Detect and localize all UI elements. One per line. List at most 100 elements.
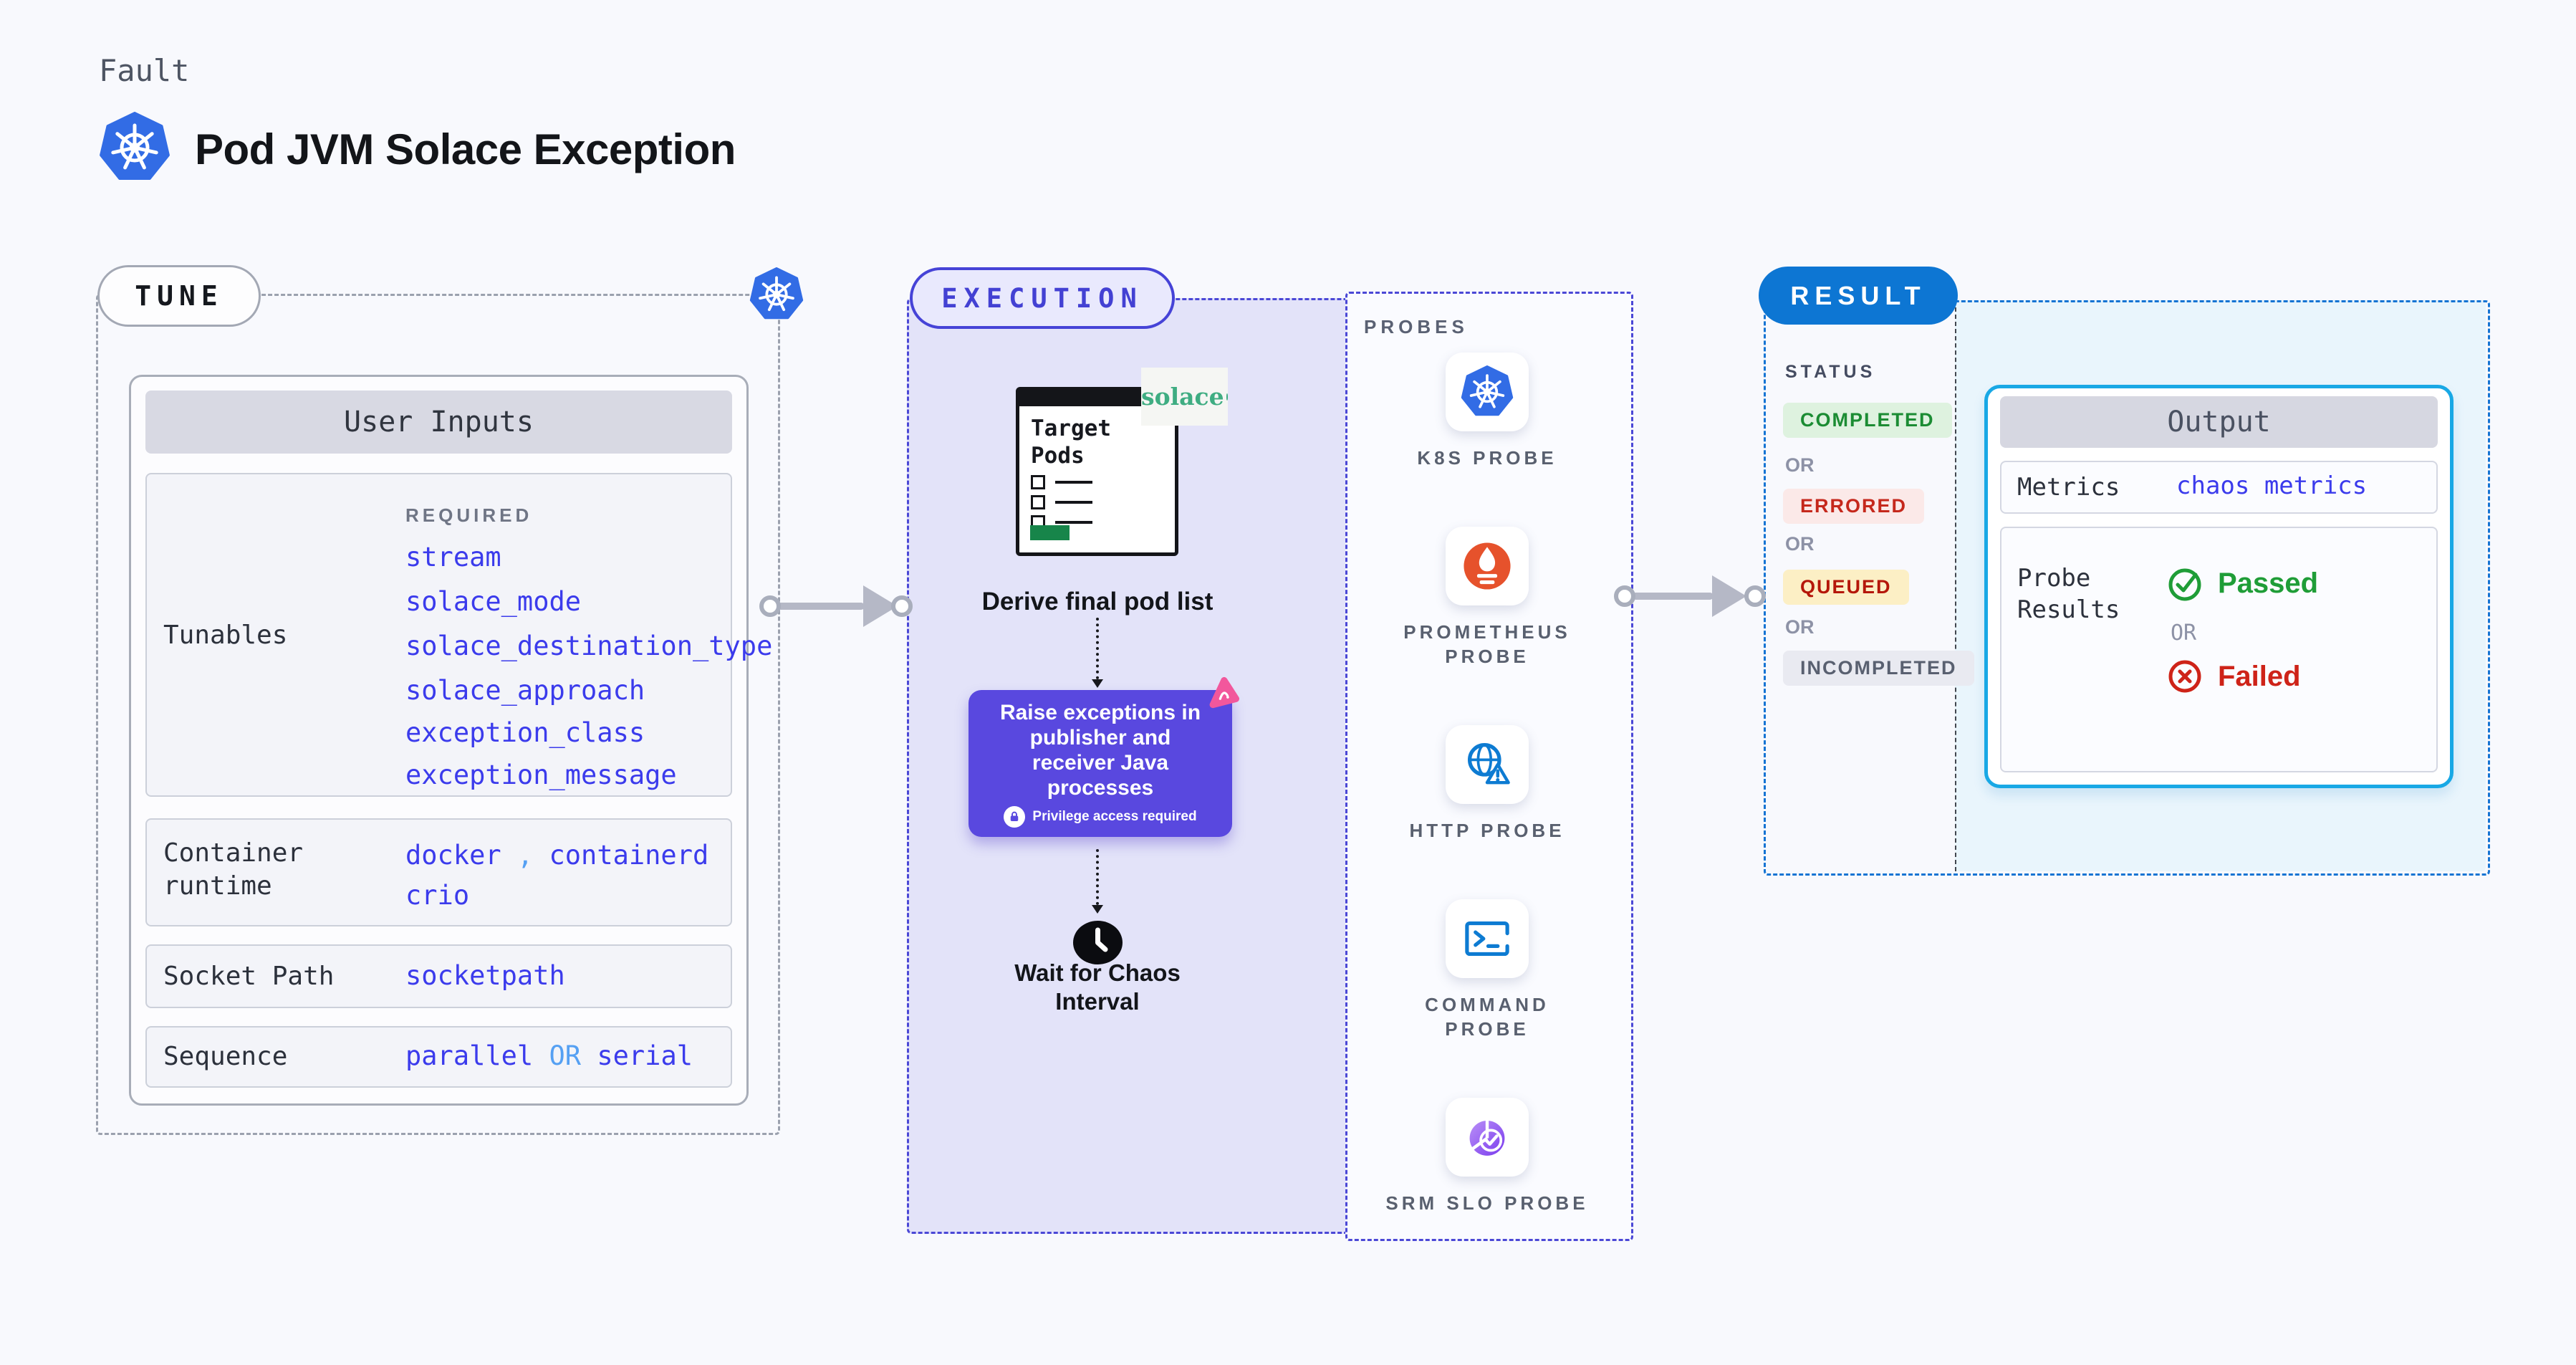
- metrics-row: [2000, 461, 2438, 514]
- fault-kicker: Fault: [99, 53, 190, 88]
- runtime-value: containerd: [549, 840, 709, 871]
- solace-logo: solace: [1141, 368, 1228, 426]
- chaos-action-box: Raise exceptions in publisher and receiv…: [969, 690, 1232, 837]
- connector-dot: [1744, 585, 1766, 607]
- sequence-row: [145, 1026, 732, 1088]
- sequence-label: Sequence: [163, 1042, 288, 1071]
- failed-result: Failed: [2166, 658, 2301, 695]
- status-badge-incompleted: INCOMPLETED: [1783, 651, 1974, 686]
- or-label: OR: [2171, 621, 2197, 646]
- socket-path-row: [145, 944, 732, 1008]
- target-pods-title: Target Pods: [1031, 416, 1111, 469]
- container-runtime-row: [145, 818, 732, 926]
- metrics-label: Metrics: [2017, 473, 2120, 502]
- globe-warning-icon: [1446, 725, 1529, 804]
- probe-label: PROMETHEUS PROBE: [1403, 621, 1571, 667]
- or-label: OR: [1785, 454, 1815, 476]
- probe-item: COMMAND PROBE: [1383, 899, 1591, 1041]
- action-text: Raise exceptions in publisher and receiv…: [999, 700, 1201, 800]
- socket-path-label: Socket Path: [163, 962, 335, 991]
- pod-list-item: [1031, 495, 1092, 509]
- or-label: OR: [1785, 533, 1815, 555]
- execution-to-result-arrow: [1632, 593, 1714, 600]
- output-header: Output: [2000, 396, 2438, 448]
- or-label: OR: [1785, 616, 1815, 638]
- container-runtime-label: Container runtime: [163, 838, 304, 901]
- kubernetes-icon: [99, 112, 170, 183]
- list-line: [1055, 501, 1092, 504]
- connector-dot: [1614, 585, 1635, 607]
- sequence-value: serial: [597, 1040, 693, 1071]
- kubernetes-icon: [749, 267, 804, 322]
- tune-section: [96, 294, 780, 1135]
- runtime-separator: ,: [516, 840, 534, 871]
- checkbox-icon: [1031, 495, 1045, 509]
- privilege-row: Privilege access required: [1004, 805, 1197, 828]
- socket-path-value: socketpath: [405, 960, 565, 991]
- status-badge-completed: COMPLETED: [1783, 403, 1952, 438]
- arrow-head: [1712, 575, 1746, 617]
- green-button: [1030, 525, 1070, 540]
- tunables-label: Tunables: [163, 621, 288, 650]
- tune-to-execution-arrow: [777, 603, 865, 610]
- kubernetes-icon: [1446, 353, 1529, 431]
- connector-dot: [891, 595, 913, 617]
- privilege-note: Privilege access required: [1032, 808, 1197, 824]
- execution-badge: EXECUTION: [910, 267, 1175, 329]
- tunable-value: solace_mode: [405, 586, 582, 617]
- result-section: [1764, 300, 2490, 876]
- solace-dot-icon: [1226, 393, 1228, 401]
- tunable-value: solace_destination_type: [405, 631, 773, 661]
- page-title: Pod JVM Solace Exception: [195, 125, 736, 173]
- probe-item: PROMETHEUS PROBE: [1383, 527, 1591, 669]
- probe-item: SRM SLO PROBE: [1383, 1098, 1591, 1215]
- sequence-values: parallel OR serial: [405, 1040, 693, 1071]
- tunables-row: [145, 473, 732, 797]
- probe-label: HTTP PROBE: [1409, 820, 1565, 841]
- wait-chaos-interval-label: Wait for Chaos Interval: [1014, 959, 1181, 1015]
- tune-badge: TUNE: [97, 265, 261, 327]
- arrow-head: [1092, 679, 1103, 688]
- probes-section: [1345, 292, 1633, 1241]
- probes-label: PROBES: [1364, 316, 1469, 337]
- probe-results-row: [2000, 527, 2438, 772]
- derive-pod-list-label: Derive final pod list: [981, 588, 1213, 616]
- list-line: [1055, 481, 1092, 484]
- probe-label: COMMAND PROBE: [1425, 994, 1549, 1040]
- tunable-value: exception_message: [405, 760, 677, 790]
- user-inputs-header: User Inputs: [145, 391, 732, 454]
- sequence-value: parallel: [405, 1040, 534, 1071]
- result-badge: RESULT: [1759, 267, 1958, 325]
- probes-list: K8S PROBE PROMETHEUS PROBE: [1354, 353, 1620, 1215]
- flow-dotted-arrow: [1096, 849, 1099, 905]
- probe-label: SRM SLO PROBE: [1385, 1192, 1589, 1214]
- probe-item: K8S PROBE: [1383, 353, 1591, 470]
- container-runtime-values: docker , containerd: [405, 840, 708, 871]
- window-title-bar: [1019, 391, 1175, 406]
- tunable-value: solace_approach: [405, 675, 645, 706]
- terminal-icon: [1446, 899, 1529, 978]
- prometheus-icon: [1446, 527, 1529, 605]
- arrow-head: [1092, 905, 1103, 914]
- tunable-value: stream: [405, 542, 501, 573]
- checkbox-icon: [1031, 475, 1045, 489]
- chaos-logo-icon: [1206, 676, 1239, 709]
- probe-results-label: Probe Results: [2017, 564, 2120, 624]
- status-badge-errored: ERRORED: [1783, 489, 1925, 524]
- pod-list-item: [1031, 475, 1092, 489]
- x-circle-icon: [2168, 660, 2201, 693]
- flow-dotted-arrow: [1096, 618, 1099, 679]
- probe-item: HTTP PROBE: [1383, 725, 1591, 843]
- status-badge-queued: QUEUED: [1783, 570, 1909, 605]
- runtime-value: crio: [405, 880, 470, 911]
- passed-result: Passed: [2166, 565, 2318, 602]
- metrics-value: chaos metrics: [2176, 471, 2368, 500]
- status-label: STATUS: [1785, 362, 1876, 382]
- connector-dot: [759, 595, 781, 617]
- slo-donut-check-icon: [1446, 1098, 1529, 1177]
- clock-icon: [1073, 921, 1123, 964]
- tunable-value: exception_class: [405, 717, 645, 748]
- sequence-or: OR: [549, 1040, 582, 1071]
- list-line: [1055, 521, 1092, 524]
